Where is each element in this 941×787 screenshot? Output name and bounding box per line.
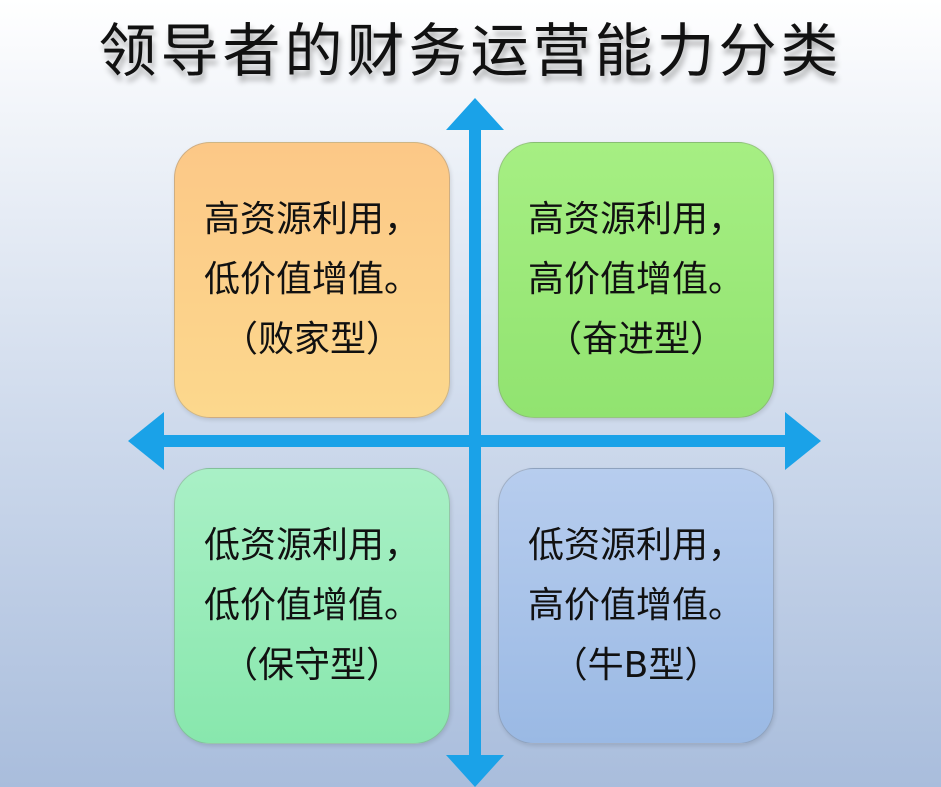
quadrant-bottom-right: 低资源利用， 高价值增值。 （牛B型） (498, 468, 774, 744)
diagram-title: 领导者的财务运营能力分类 (98, 17, 843, 85)
horizontal-axis-line (160, 435, 792, 447)
vertical-axis-arrow-down (446, 755, 504, 787)
quadrant-line-1: 低资源利用， (203, 525, 420, 566)
quadrant-line-1: 低资源利用， (527, 525, 744, 566)
quadrant-type-label: （败家型） (221, 319, 402, 360)
quadrant-line-2: 高价值增值。 (527, 585, 744, 626)
quadrant-line-1: 高资源利用， (203, 199, 420, 240)
quadrant-line-1: 高资源利用， (527, 199, 744, 240)
quadrant-top-left: 高资源利用， 低价值增值。 （败家型） (174, 142, 450, 418)
quadrant-line-2: 低价值增值。 (203, 259, 420, 300)
horizontal-axis-arrow-left (128, 412, 164, 470)
quadrant-top-right: 高资源利用， 高价值增值。 （奋进型） (498, 142, 774, 418)
quadrant-type-label: （奋进型） (545, 319, 726, 360)
quadrant-line-2: 低价值增值。 (203, 585, 420, 626)
horizontal-axis-arrow-right (785, 412, 821, 470)
vertical-axis-arrow-up (446, 98, 504, 130)
quadrant-line-2: 高价值增值。 (527, 259, 744, 300)
quadrant-type-label: （牛B型） (551, 645, 721, 686)
quadrant-type-label: （保守型） (221, 645, 402, 686)
quadrant-bottom-left: 低资源利用， 低价值增值。 （保守型） (174, 468, 450, 744)
